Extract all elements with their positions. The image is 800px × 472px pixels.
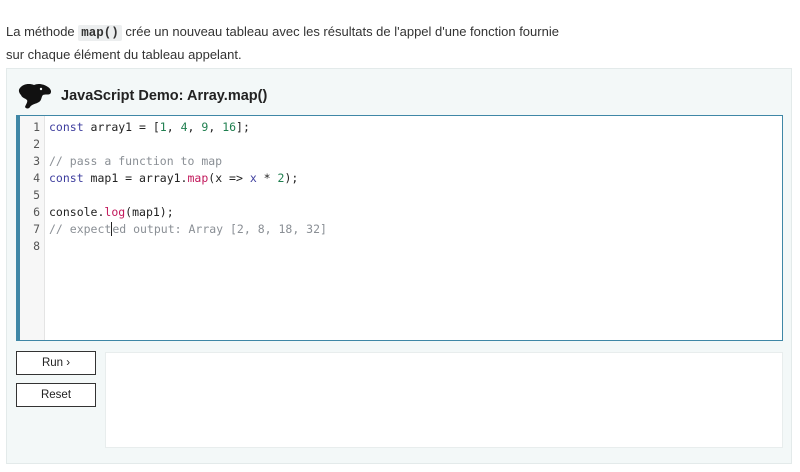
console-output [105,352,783,448]
code-token: , [187,120,202,134]
code-token: , [208,120,223,134]
dinosaur-head-icon [18,83,52,109]
code-token: 16 [222,120,237,134]
code-token: , [166,120,181,134]
code-line: 5 [20,187,782,204]
code-token: const [49,171,84,185]
intro-text-before: La méthode [6,24,79,39]
run-button[interactable]: Run › [16,351,96,375]
code-token: ]; [236,120,250,134]
reset-button[interactable]: Reset [16,383,96,407]
code-token: log [104,205,126,219]
demo-header: JavaScript Demo: Array.map() [17,81,267,111]
code-token: // expect [49,222,112,236]
code-line: 4 const map1 = array1.map(x => x * 2); [20,170,782,187]
line-number: 7 [33,222,40,236]
code-token: (map1); [125,205,174,219]
intro-paragraph: La méthode map() crée un nouveau tableau… [6,21,566,66]
code-token: 1 [159,120,167,134]
code-token: ed output: Array [2, 8, 18, 32] [112,222,327,236]
code-text: console.log(map1); [44,204,174,221]
intro-text-after: crée un nouveau tableau avec les résulta… [6,24,559,62]
code-text [44,187,49,204]
code-token: ); [284,171,299,185]
code-line: 7 // expected output: Array [2, 8, 18, 32… [20,221,782,238]
inline-code-map: map() [78,25,122,41]
line-number: 5 [33,188,40,202]
code-line: 2 [20,136,782,153]
line-number: 2 [33,137,40,151]
line-number: 8 [33,239,40,253]
code-text: const array1 = [1, 4, 9, 16]; [44,119,250,136]
code-token: x [249,171,257,185]
code-text: // pass a function to map [44,153,222,170]
code-token: const [49,120,84,134]
code-token: console. [49,205,105,219]
demo-title: JavaScript Demo: Array.map() [61,88,268,104]
code-line: 3 // pass a function to map [20,153,782,170]
code-text: // expected output: Array [2, 8, 18, 32] [44,221,327,238]
line-number: 6 [33,205,40,219]
code-token: map1 = array1. [83,171,188,185]
code-text [44,136,49,153]
code-text [44,238,49,255]
code-token: * [256,171,278,185]
code-token: 4 [180,120,188,134]
line-number-gutter [20,116,45,340]
code-token: 2 [277,171,285,185]
line-number: 1 [33,120,40,134]
code-token: // pass a function to map [49,154,223,168]
code-line: 8 [20,238,782,255]
code-token: (x => [208,171,250,185]
line-number: 3 [33,154,40,168]
code-text: const map1 = array1.map(x => x * 2); [44,170,298,187]
line-number: 4 [33,171,40,185]
code-line: 6 console.log(map1); [20,204,782,221]
code-token: map [187,171,209,185]
code-token: array1 = [ [83,120,160,134]
code-token: 9 [201,120,209,134]
text-cursor [111,221,113,236]
